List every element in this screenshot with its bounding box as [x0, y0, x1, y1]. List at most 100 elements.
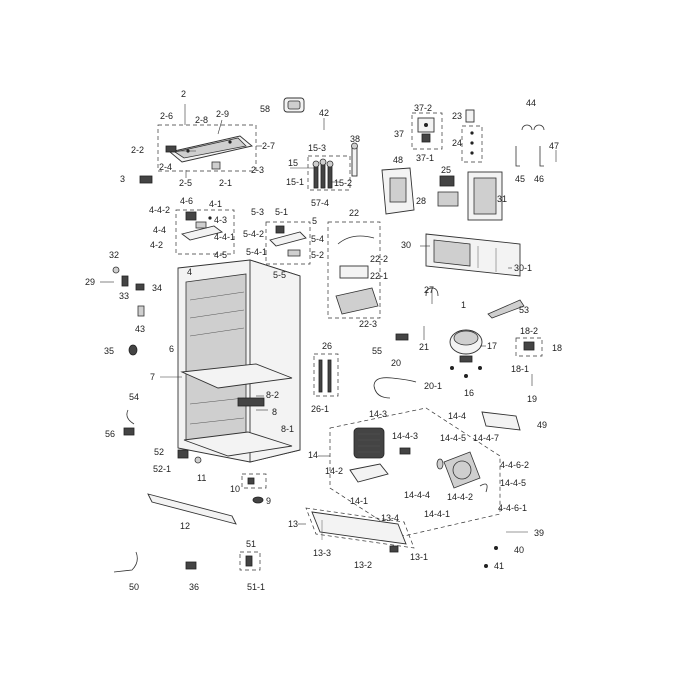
callout: 2 — [181, 89, 186, 99]
callout: 22-3 — [359, 319, 377, 329]
callout: 4-6 — [180, 196, 193, 206]
callout: 29 — [85, 277, 95, 287]
callout: 12 — [180, 521, 190, 531]
callout: 57-4 — [311, 198, 329, 208]
callout: 2-8 — [195, 115, 208, 125]
callout: 2-7 — [262, 141, 275, 151]
callout: 37 — [394, 129, 404, 139]
callout: 4-1 — [209, 199, 222, 209]
callout: 4-3 — [214, 215, 227, 225]
callout: 30-1 — [514, 263, 532, 273]
callout: 17 — [487, 341, 497, 351]
callout: 13 — [288, 519, 298, 529]
callout: 14-2 — [325, 466, 343, 476]
part-54-56 — [123, 409, 135, 436]
callout: 26-1 — [311, 404, 329, 414]
callout: 20-1 — [424, 381, 442, 391]
callout: 22-1 — [370, 271, 388, 281]
callout: 30 — [401, 240, 411, 250]
callout: 5 — [312, 216, 317, 226]
callout: 14-4-5 — [440, 433, 466, 443]
callout: 24 — [452, 138, 462, 148]
callout: 14 — [308, 450, 318, 460]
callout: 2-5 — [179, 178, 192, 188]
callout: 14-4 — [448, 411, 466, 421]
left-small-parts — [100, 266, 145, 356]
callout: 13-3 — [313, 548, 331, 558]
machine-compartment-14 — [329, 407, 501, 537]
callout: 5-4-2 — [243, 229, 264, 239]
callout: 4-4 — [153, 225, 166, 235]
callout: 14-4-3 — [392, 431, 418, 441]
callout: 4-4-1 — [214, 232, 235, 242]
part-15-group — [307, 155, 351, 191]
part-20-tube — [373, 377, 417, 399]
part-45-46-47 — [515, 146, 557, 167]
callout: 25 — [441, 165, 451, 175]
part-49 — [481, 411, 521, 431]
callout: 21 — [419, 342, 429, 352]
callout: 35 — [104, 346, 114, 356]
callout: 22 — [349, 208, 359, 218]
callout: 56 — [105, 429, 115, 439]
part-26-rails — [313, 353, 339, 397]
part-48-panel — [381, 167, 415, 215]
callout: 4 — [187, 267, 192, 277]
callout: 43 — [135, 324, 145, 334]
callout: 5-5 — [273, 270, 286, 280]
callout: 2-9 — [216, 109, 229, 119]
callout: 1 — [461, 300, 466, 310]
callout: 55 — [372, 346, 382, 356]
callout: 4-2 — [150, 240, 163, 250]
callout: 37-2 — [414, 103, 432, 113]
leader-lines — [160, 145, 512, 525]
callout: 19 — [527, 394, 537, 404]
part-58 — [283, 97, 305, 113]
callout: 18-2 — [520, 326, 538, 336]
callout: 49 — [537, 420, 547, 430]
callout: 39 — [534, 528, 544, 538]
callout: 6 — [169, 344, 174, 354]
callout: 31 — [497, 194, 507, 204]
callout: 15-3 — [308, 143, 326, 153]
callout: 4-4-2 — [149, 205, 170, 215]
callout: 26 — [322, 341, 332, 351]
callout: 32 — [109, 250, 119, 260]
callout: 58 — [260, 104, 270, 114]
callout: 42 — [319, 108, 329, 118]
callout-labels: 2 2-6 2-8 2-9 2-7 2-2 2-4 2-3 2-5 2-1 3 … — [85, 89, 562, 592]
callout: 45 — [515, 174, 525, 184]
callout: 8-2 — [266, 390, 279, 400]
callout: 33 — [119, 291, 129, 301]
compressor-17 — [449, 329, 483, 378]
callout: 2-6 — [160, 111, 173, 121]
callout: 15-1 — [286, 177, 304, 187]
callout: 20 — [391, 358, 401, 368]
callout: 46 — [534, 174, 544, 184]
part-44 — [521, 124, 545, 131]
callout: 14-4-4 — [404, 490, 430, 500]
callout: 16 — [464, 388, 474, 398]
callout: 18 — [552, 343, 562, 353]
callout: 2-4 — [159, 162, 172, 172]
callout: 13-1 — [410, 552, 428, 562]
callout: 7 — [150, 372, 155, 382]
callout: 23 — [452, 111, 462, 121]
callout: 50 — [129, 582, 139, 592]
part-31-panel — [467, 171, 503, 221]
callout: 5-1 — [275, 207, 288, 217]
callout: 5-2 — [311, 250, 324, 260]
callout: 3 — [120, 174, 125, 184]
callout: 28 — [416, 196, 426, 206]
callout: 18-1 — [511, 364, 529, 374]
callout: 8 — [272, 407, 277, 417]
callout: 51 — [246, 539, 256, 549]
callout: 13-4 — [381, 513, 399, 523]
part-23-24 — [461, 109, 483, 163]
hinge-assembly-5 — [265, 221, 311, 265]
callout: 22-2 — [370, 254, 388, 264]
callout: 4-4-6-2 — [500, 460, 529, 470]
part-12-rail — [147, 493, 237, 525]
callout: 41 — [494, 561, 504, 571]
